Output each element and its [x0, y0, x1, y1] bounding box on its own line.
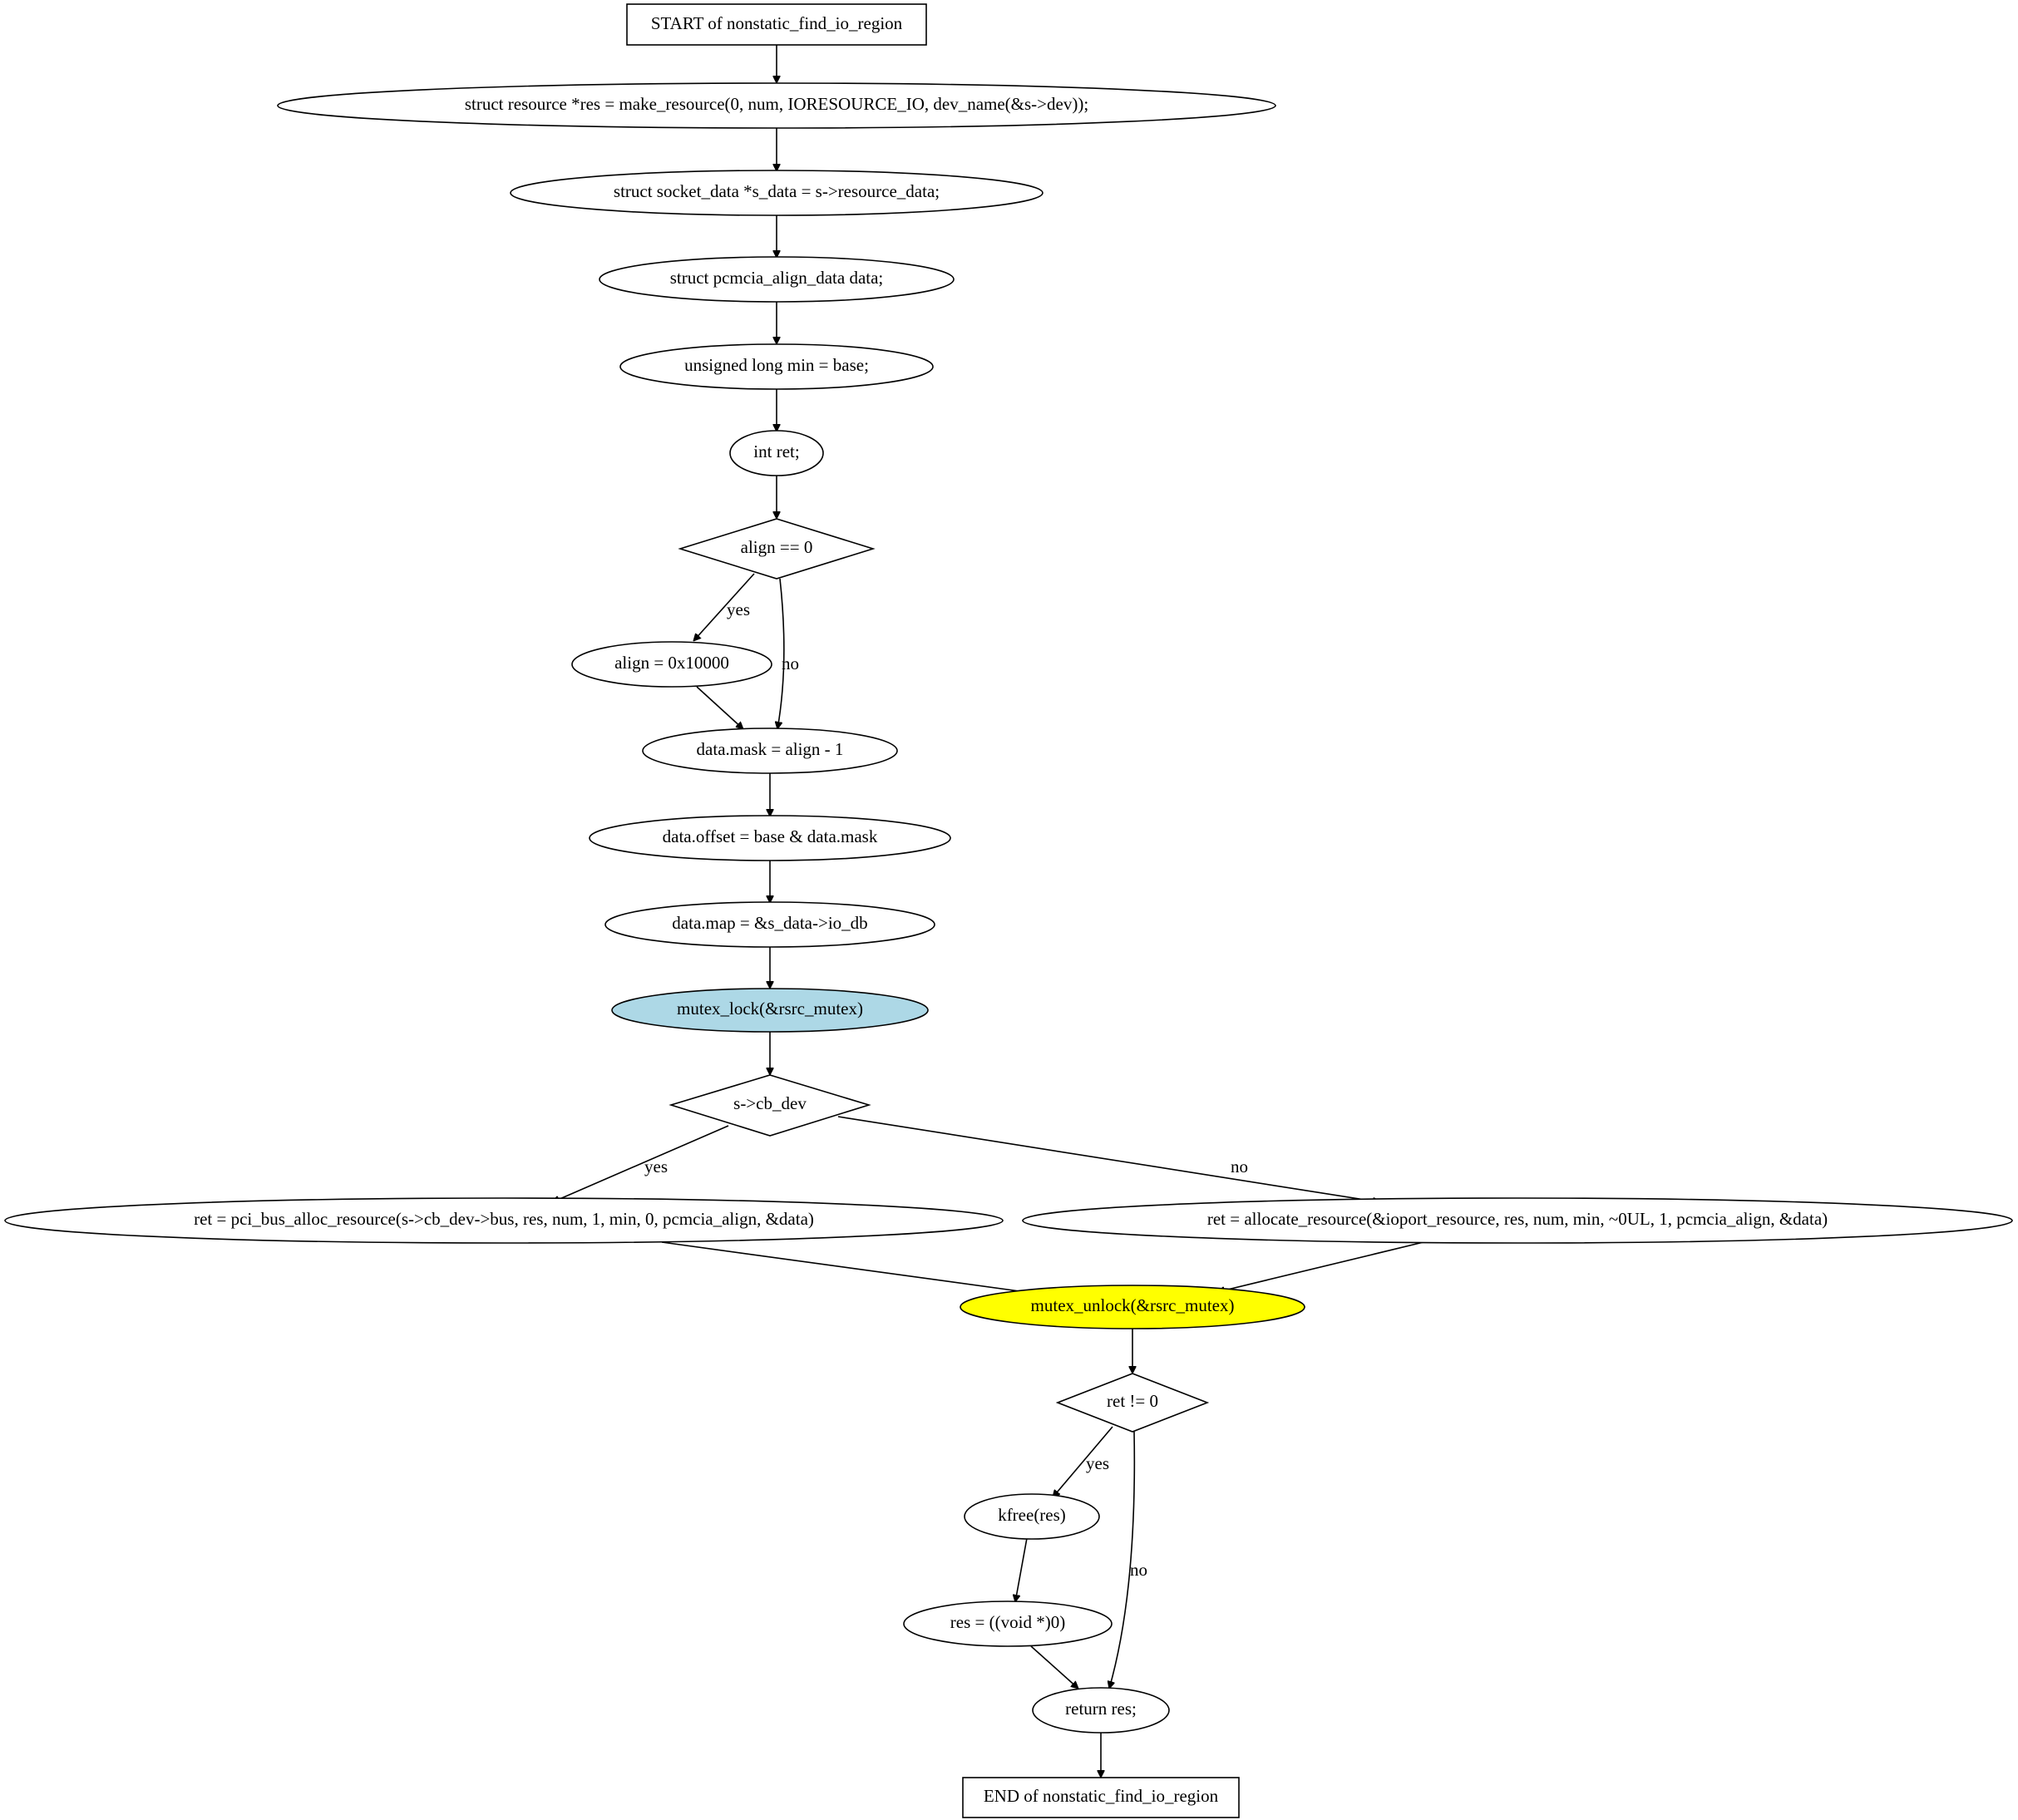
kfree-node-label: kfree(res) — [998, 1505, 1066, 1525]
pci-alloc-node-label: ret = pci_bus_alloc_resource(s->cb_dev->… — [194, 1209, 814, 1229]
s-data-node-label: struct socket_data *s_data = s->resource… — [614, 181, 940, 201]
return-node: return res; — [1032, 1687, 1170, 1734]
edge-ret-cond-to-return — [1109, 1431, 1136, 1689]
edge-labels: yes no yes no yes no — [644, 599, 1248, 1580]
align-cond-node: align == 0 — [678, 518, 876, 580]
cb-cond-node-label: s->cb_dev — [733, 1093, 807, 1113]
allocate-node-label: ret = allocate_resource(&ioport_resource… — [1207, 1209, 1828, 1229]
start-node-label: START of nonstatic_find_io_region — [651, 13, 903, 33]
make-resource-node: struct resource *res = make_resource(0, … — [277, 82, 1276, 129]
edge-cb-cond-to-pci-alloc — [552, 1125, 729, 1202]
align-data-node: struct pcmcia_align_data data; — [599, 256, 955, 303]
return-node-label: return res; — [1065, 1699, 1137, 1719]
edge-label-ret-yes: yes — [1086, 1453, 1109, 1473]
edge-label-align-yes: yes — [727, 599, 750, 619]
edge-pci-alloc-to-unlock — [661, 1241, 1038, 1294]
edge-allocate-to-unlock — [1217, 1241, 1424, 1292]
edge-ret-cond-to-kfree — [1053, 1426, 1113, 1497]
edge-res-null-to-return — [1030, 1645, 1078, 1689]
end-node: END of nonstatic_find_io_region — [962, 1777, 1240, 1818]
edges — [552, 45, 1424, 1778]
mask-node-label: data.mask = align - 1 — [697, 739, 844, 759]
res-null-node: res = ((void *)0) — [903, 1601, 1113, 1647]
start-node: START of nonstatic_find_io_region — [626, 3, 927, 46]
edge-label-ret-no: no — [1130, 1560, 1147, 1580]
s-data-node: struct socket_data *s_data = s->resource… — [510, 170, 1044, 216]
edge-align-cond-to-align-set — [693, 573, 755, 641]
cb-cond-node: s->cb_dev — [669, 1074, 871, 1137]
lock-node-label: mutex_lock(&rsrc_mutex) — [677, 999, 863, 1019]
map-node: data.map = &s_data->io_db — [604, 901, 935, 948]
align-set-node: align = 0x10000 — [571, 641, 772, 688]
edge-align-cond-to-mask — [777, 578, 785, 729]
edge-label-align-no: no — [782, 654, 799, 673]
align-data-node-label: struct pcmcia_align_data data; — [670, 268, 884, 288]
unlock-node-label: mutex_unlock(&rsrc_mutex) — [1031, 1295, 1235, 1315]
ret-cond-node-label: ret != 0 — [1107, 1391, 1158, 1411]
ret-cond-node: ret != 0 — [1055, 1373, 1210, 1433]
edge-align-set-to-mask — [696, 686, 743, 729]
mask-node: data.mask = align - 1 — [642, 728, 898, 774]
kfree-node: kfree(res) — [964, 1493, 1100, 1540]
align-cond-node-label: align == 0 — [741, 537, 813, 557]
offset-node: data.offset = base & data.mask — [589, 815, 951, 861]
edge-cb-cond-to-allocate — [837, 1116, 1380, 1202]
offset-node-label: data.offset = base & data.mask — [663, 826, 878, 846]
make-resource-node-label: struct resource *res = make_resource(0, … — [465, 94, 1088, 114]
nodes: START of nonstatic_find_io_region struct… — [4, 3, 2013, 1818]
lock-node: mutex_lock(&rsrc_mutex) — [611, 988, 929, 1033]
align-set-node-label: align = 0x10000 — [614, 653, 729, 673]
ret-decl-node-label: int ret; — [753, 441, 799, 461]
min-node: unsigned long min = base; — [619, 343, 934, 390]
unlock-node: mutex_unlock(&rsrc_mutex) — [960, 1285, 1305, 1329]
ret-decl-node: int ret; — [729, 430, 824, 476]
pci-alloc-node: ret = pci_bus_alloc_resource(s->cb_dev->… — [4, 1197, 1004, 1244]
res-null-node-label: res = ((void *)0) — [950, 1612, 1065, 1632]
edge-kfree-to-res-null — [1015, 1537, 1028, 1602]
edge-label-cb-no: no — [1231, 1157, 1248, 1176]
map-node-label: data.map = &s_data->io_db — [672, 913, 867, 933]
min-node-label: unsigned long min = base; — [684, 355, 869, 375]
allocate-node: ret = allocate_resource(&ioport_resource… — [1022, 1197, 2013, 1244]
edge-label-cb-yes: yes — [644, 1157, 668, 1176]
end-node-label: END of nonstatic_find_io_region — [984, 1786, 1219, 1806]
